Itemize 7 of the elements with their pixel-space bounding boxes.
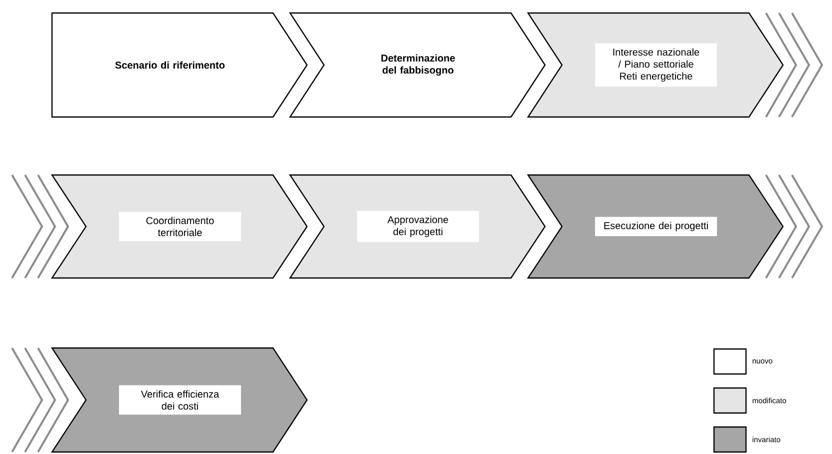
chevron-step: Approvazione dei progetti [288,174,546,279]
chevron-step: Scenario di riferimento [51,12,308,118]
chevron-step: Esecuzione dei progetti [526,174,784,279]
chevron-step: Interesse nazionale / Piano settoriale Reti energetiche [526,12,784,118]
chevron-step: Determinazione del fabbisogno [288,12,546,118]
chevron-step: Verifica efficienza dei costi [50,347,308,453]
chevron-step: Coordinamento territoriale [50,174,308,279]
